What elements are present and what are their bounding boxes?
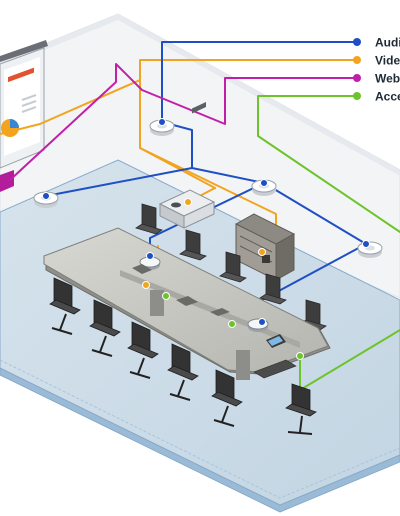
access-junction-dot xyxy=(162,292,170,300)
av-rack-icon xyxy=(234,213,296,281)
legend-dot-icon xyxy=(353,74,361,82)
web-line xyxy=(9,63,358,181)
access-junction-dot xyxy=(228,320,236,328)
legend-dot-icon xyxy=(353,92,361,100)
keyboard-icon xyxy=(253,359,297,379)
legend-label: Acce xyxy=(375,90,400,104)
table-connection-box xyxy=(132,264,152,274)
chair-icon xyxy=(211,369,243,427)
chair-icon xyxy=(167,343,199,401)
audio-junction-dot xyxy=(158,118,166,126)
audio-junction-dot xyxy=(260,179,268,187)
access-line xyxy=(257,95,400,233)
audio-junction-dot xyxy=(362,240,370,248)
video-junction-dot xyxy=(184,198,192,206)
legend-label: Web xyxy=(375,72,400,86)
audio-junction-dot xyxy=(42,192,50,200)
floor-inner-edge xyxy=(0,359,400,499)
table-connection-box xyxy=(176,296,198,306)
chair-icon xyxy=(219,251,247,283)
legend-label: Audi xyxy=(375,36,400,50)
audio-junction-dot xyxy=(146,252,154,260)
video-junction-dot xyxy=(258,248,266,256)
video-line-screen-wire xyxy=(0,79,141,135)
access-junction-dot xyxy=(296,352,304,360)
audio-line-main xyxy=(161,41,358,123)
chair-icon xyxy=(49,277,81,335)
chair-icon xyxy=(127,321,159,379)
legend-dot-icon xyxy=(353,56,361,64)
video-junction-dot xyxy=(142,281,150,289)
chair-icon xyxy=(89,299,121,357)
legend-dot-icon xyxy=(353,38,361,46)
legend-label: Vide xyxy=(375,54,400,68)
chair-icon xyxy=(179,229,207,261)
conference-table xyxy=(43,227,331,380)
chairs-front-row xyxy=(49,277,317,435)
chair-icon xyxy=(285,383,317,435)
projection-screen-icon xyxy=(0,40,48,192)
junction-dots xyxy=(42,118,370,360)
video-line-screen xyxy=(139,59,358,189)
audio-line-left xyxy=(45,167,193,197)
chair-icon xyxy=(259,273,287,305)
table-connection-box xyxy=(210,308,230,316)
ceiling-speaker-icon xyxy=(357,241,383,258)
legend: AudiVideWebAcce xyxy=(353,36,400,104)
control-panel-icon xyxy=(266,334,286,348)
audio-junction-dot xyxy=(258,318,266,326)
chair-icon xyxy=(135,203,163,235)
